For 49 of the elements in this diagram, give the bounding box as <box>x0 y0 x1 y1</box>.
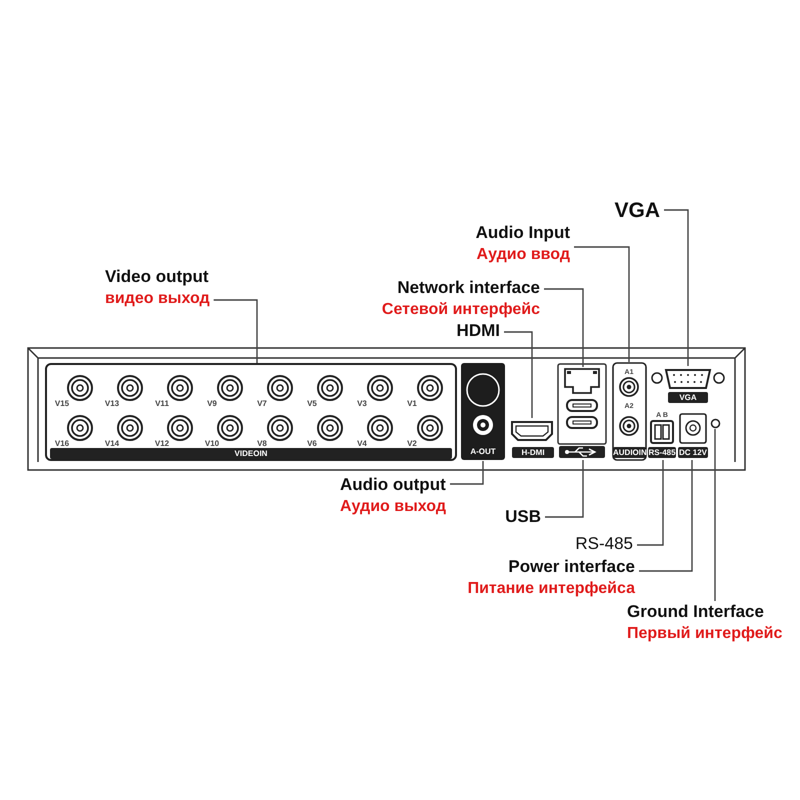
port-label: VGA <box>668 392 708 403</box>
channel-label: V9 <box>206 398 218 409</box>
channel-label: V15 <box>54 398 70 409</box>
translation-label: Аудио ввод <box>476 245 570 265</box>
leader-line <box>714 429 716 601</box>
channel-label: V5 <box>306 398 318 409</box>
channel-label: V2 <box>406 438 418 449</box>
leader-line <box>574 246 630 362</box>
port-label: A-OUT <box>469 446 497 457</box>
port-label: AUDIOIN <box>613 447 646 458</box>
callout-label: Network interface <box>396 277 540 299</box>
port-label: VIDEOIN <box>50 448 452 459</box>
callout-label: RS-485 <box>571 533 637 555</box>
channel-label: V6 <box>306 438 318 449</box>
callout-label: USB <box>501 506 545 528</box>
callout-label: Video output <box>105 266 210 288</box>
translation-label: видео выход <box>105 289 210 309</box>
channel-label: V12 <box>154 438 170 449</box>
channel-label: V3 <box>356 398 368 409</box>
channel-label: V16 <box>54 438 70 449</box>
leader-line <box>637 460 664 546</box>
channel-label: V4 <box>356 438 368 449</box>
channel-label: V11 <box>154 398 170 409</box>
translation-label: Первый интерфейс <box>627 624 782 644</box>
leader-line <box>450 461 484 485</box>
callout-label: Ground Interface <box>627 601 765 623</box>
channel-label: V8 <box>256 438 268 449</box>
port-label: DC 12V <box>678 447 708 458</box>
translation-label: Аудио выход <box>340 497 446 517</box>
channel-label: V10 <box>204 438 220 449</box>
port-label: H-DMI <box>512 447 554 458</box>
channel-label: V14 <box>104 438 120 449</box>
callout-label: Audio Input <box>476 222 570 244</box>
callout-label: HDMI <box>452 320 504 342</box>
callout-label: VGA <box>610 198 664 224</box>
port-label: RS-485 <box>648 447 676 458</box>
leader-line <box>664 209 689 366</box>
channel-label: V7 <box>256 398 268 409</box>
leader-line <box>639 460 693 572</box>
callout-label: Power interface <box>507 556 635 578</box>
channel-label: V1 <box>406 398 418 409</box>
leader-line <box>214 299 258 363</box>
leader-line <box>544 288 584 367</box>
translation-label: Сетевой интерфейс <box>382 300 540 320</box>
channel-label: V13 <box>104 398 120 409</box>
leader-line <box>504 331 533 418</box>
callout-label: Audio output <box>340 474 446 496</box>
leader-line <box>545 460 584 518</box>
translation-label: Питание интерфейса <box>468 579 635 599</box>
